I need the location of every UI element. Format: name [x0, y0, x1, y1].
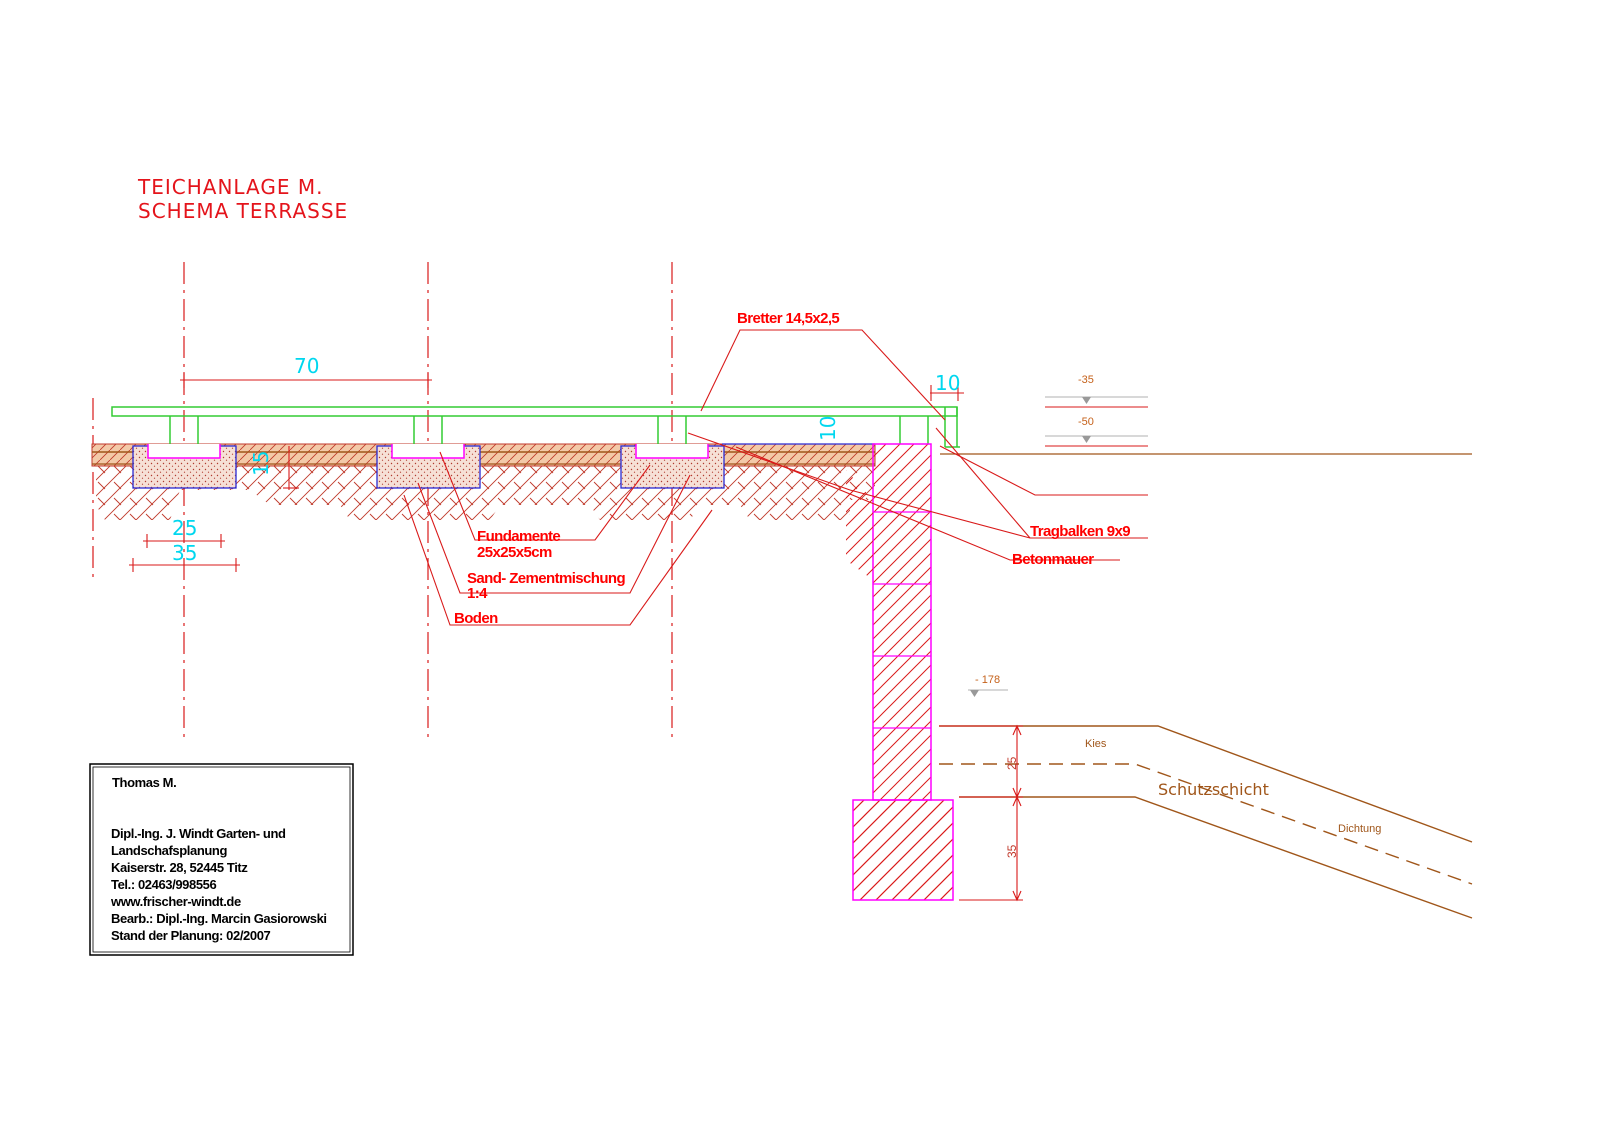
level-marker-bottom: - 178 — [968, 674, 1008, 697]
title-block-line-7: Stand der Planung: 02/2007 — [111, 928, 271, 943]
dim-15-line — [283, 446, 299, 490]
liner-line — [959, 796, 1473, 919]
label-schutzschicht: Schutzschicht — [1158, 780, 1269, 799]
level-bottom-value: - 178 — [975, 674, 1000, 686]
dim-10-line — [930, 385, 964, 401]
dim-70-line — [180, 372, 432, 388]
leader-fundamente — [439, 451, 651, 541]
ground-surface — [91, 443, 1472, 467]
foundation-1 — [132, 444, 237, 489]
leader-boden — [403, 494, 713, 626]
title-block-line-3: Kaiserstr. 28, 52445 Titz — [111, 860, 248, 875]
dim-overhang: 10 — [935, 371, 960, 395]
foundation-3 — [620, 444, 725, 489]
leader-tragbalken — [687, 432, 1148, 539]
drawing-title-line2: SCHEMA TERRASSE — [138, 199, 348, 223]
label-sand-1: Sand- Zementmischung — [467, 570, 625, 587]
pond-layers — [939, 725, 1473, 919]
dim-spacing: 70 — [294, 354, 319, 378]
wall-footing — [852, 799, 954, 901]
level-marker-deck: -35 — [1045, 374, 1148, 408]
foundation-group — [132, 443, 875, 489]
title-block-line-5: www.frischer-windt.de — [110, 894, 241, 909]
deck-structure — [111, 406, 960, 448]
leader-betonmauer — [735, 446, 1120, 561]
title-block-line-6: Bearb.: Dipl.-Ing. Marcin Gasiorowski — [111, 911, 327, 926]
label-bretter: Bretter 14,5x2,5 — [737, 310, 839, 327]
vertical-dimension — [939, 724, 1023, 902]
title-block: Thomas M. Dipl.-Ing. J. Windt Garten- un… — [89, 763, 354, 956]
foundation-2 — [376, 444, 481, 489]
title-block-line-1: Dipl.-Ing. J. Windt Garten- und — [111, 826, 286, 841]
concrete-wall — [846, 443, 954, 901]
leader-lines — [403, 329, 1148, 626]
level-marker-ground: -50 — [1045, 416, 1148, 447]
label-kies: Kies — [1085, 738, 1107, 750]
dim-foundation-depth: 15 — [249, 451, 273, 476]
drawing-title-line1: TEICHANLAGE M. — [137, 175, 323, 199]
label-fundamente-2: 25x25x5cm — [477, 544, 552, 561]
label-tragbalken: Tragbalken 9x9 — [1030, 523, 1130, 540]
leader-sand — [417, 474, 691, 594]
label-fundamente-1: Fundamente — [477, 528, 560, 545]
label-dichtung: Dichtung — [1338, 823, 1381, 835]
level-ground-value: -50 — [1078, 416, 1094, 428]
dim-beam-height: 10 — [816, 416, 840, 441]
label-sand-2: 1:4 — [467, 585, 488, 602]
label-betonmauer: Betonmauer — [1012, 551, 1094, 568]
title-block-line-4: Tel.: 02463/998556 — [111, 877, 216, 892]
dim-footing-height: 35 — [1005, 844, 1019, 858]
label-boden: Boden — [454, 610, 498, 627]
dim-25-35-lines — [129, 534, 240, 572]
title-block-line-2: Landschafsplanung — [111, 843, 227, 858]
beam-posts — [169, 416, 929, 444]
level-deck-value: -35 — [1078, 374, 1094, 386]
deck-boards — [111, 406, 958, 417]
dim-gravel-height: 25 — [1005, 756, 1019, 770]
dim-foundation-base: 35 — [172, 541, 197, 565]
leader-bretter — [700, 329, 946, 421]
title-block-client: Thomas M. — [112, 775, 176, 790]
dim-foundation-width: 25 — [172, 516, 197, 540]
